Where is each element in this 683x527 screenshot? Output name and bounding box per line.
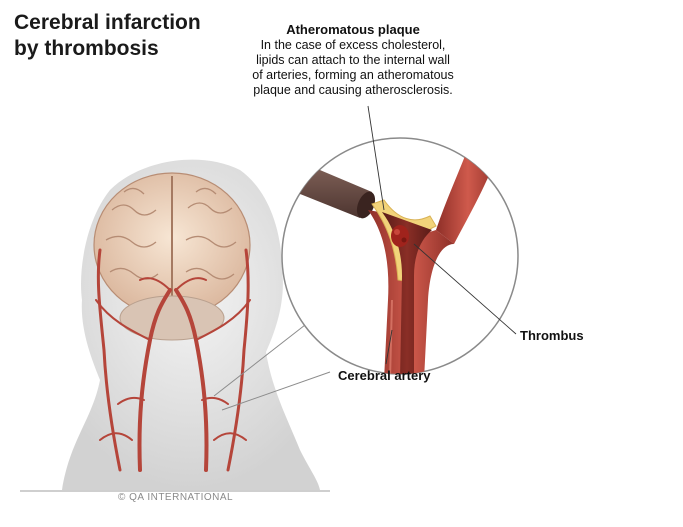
diagram-title: Cerebral infarction by thrombosis — [14, 10, 244, 62]
label-cerebral-artery: Cerebral artery — [338, 368, 431, 383]
plaque-text-line: In the case of excess cholesterol, — [260, 38, 446, 52]
title-line-2: by thrombosis — [14, 37, 159, 60]
thrombus-clot — [391, 225, 409, 247]
plaque-text-line: of arteries, forming an atheromatous — [252, 68, 454, 82]
plaque-text-line: plaque and causing atherosclerosis. — [253, 83, 453, 97]
magnified-artery-view — [281, 137, 519, 375]
brain — [93, 172, 251, 341]
head-arteries — [95, 248, 251, 472]
title-line-1: Cerebral infarction — [14, 11, 201, 34]
plaque-callout: Atheromatous plaque In the case of exces… — [228, 22, 478, 98]
copyright-credit: © QA INTERNATIONAL — [118, 492, 234, 503]
zoom-connector-lines — [213, 317, 331, 411]
label-thrombus: Thrombus — [520, 328, 584, 343]
plaque-text-line: lipids can attach to the internal wall — [256, 53, 450, 67]
plaque-heading: Atheromatous plaque — [286, 22, 420, 37]
leader-lines — [367, 105, 517, 365]
